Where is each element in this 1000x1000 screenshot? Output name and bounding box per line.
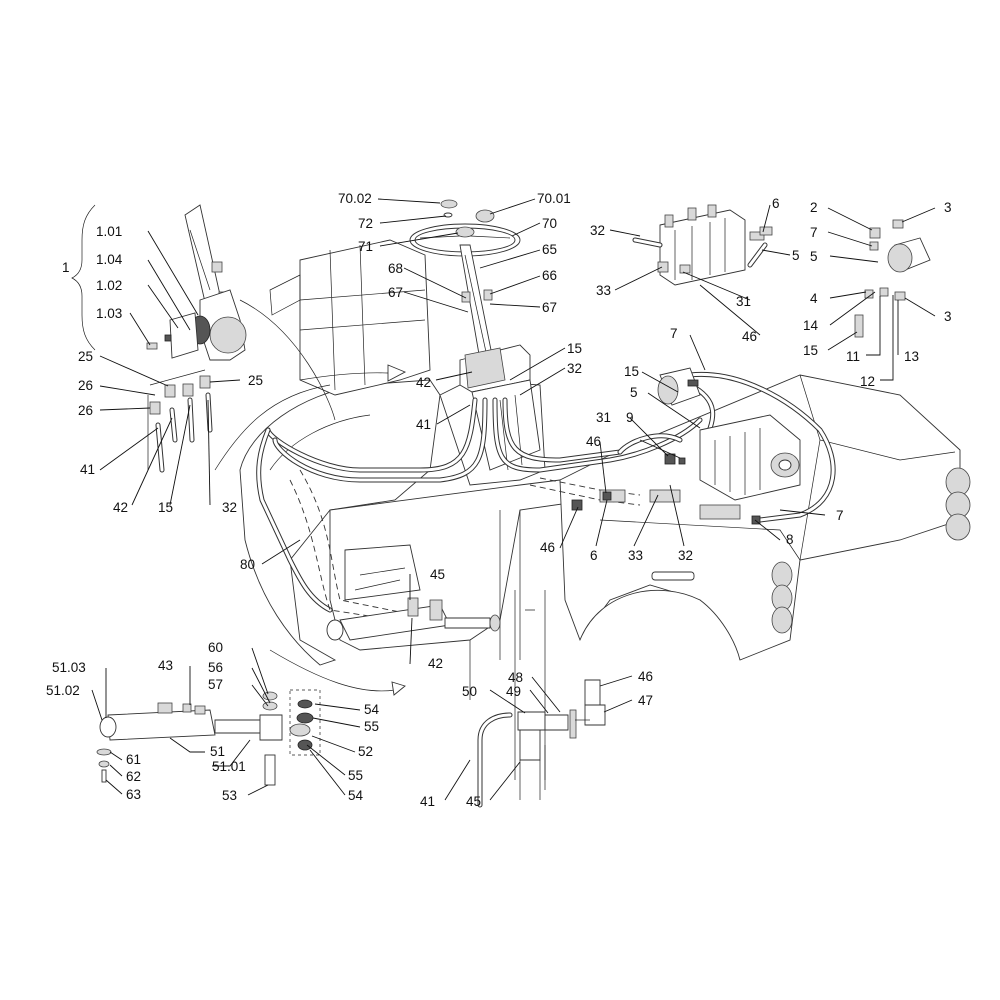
label-1-01: 1.01 bbox=[96, 224, 122, 239]
label-52: 52 bbox=[358, 744, 373, 759]
label-46: 46 bbox=[638, 669, 653, 684]
label-43: 43 bbox=[158, 658, 173, 673]
label-5: 5 bbox=[810, 249, 818, 264]
label-48: 48 bbox=[508, 670, 523, 685]
label-13: 13 bbox=[904, 349, 919, 364]
direction-arrow bbox=[299, 364, 407, 382]
label-32: 32 bbox=[678, 548, 693, 563]
label-41: 41 bbox=[416, 417, 431, 432]
label-32: 32 bbox=[590, 223, 605, 238]
label-46: 46 bbox=[586, 434, 601, 449]
label-70: 70 bbox=[542, 216, 557, 231]
label-2: 2 bbox=[810, 200, 818, 215]
label-31: 31 bbox=[736, 294, 751, 309]
label-42: 42 bbox=[113, 500, 128, 515]
part-number-labels: 1 1.01 1.04 1.02 1.03 25 25 26 26 41 42 … bbox=[46, 191, 952, 809]
label-51-02: 51.02 bbox=[46, 683, 80, 698]
label-41: 41 bbox=[420, 794, 435, 809]
label-26: 26 bbox=[78, 378, 93, 393]
label-3: 3 bbox=[944, 309, 952, 324]
label-6: 6 bbox=[590, 548, 598, 563]
label-56: 56 bbox=[208, 660, 223, 675]
label-70-01: 70.01 bbox=[537, 191, 571, 206]
label-47: 47 bbox=[638, 693, 653, 708]
label-63: 63 bbox=[126, 787, 141, 802]
label-66: 66 bbox=[542, 268, 557, 283]
orbital-valve-inset bbox=[71, 204, 247, 473]
label-7: 7 bbox=[836, 508, 844, 523]
label-11: 11 bbox=[846, 349, 860, 364]
label-65: 65 bbox=[542, 242, 557, 257]
valve-block-inset bbox=[632, 204, 931, 338]
label-25: 25 bbox=[248, 373, 263, 388]
label-41: 41 bbox=[80, 462, 95, 477]
label-12: 12 bbox=[860, 374, 875, 389]
direction-arrow-lower bbox=[269, 649, 406, 696]
cylinder-inset bbox=[96, 689, 321, 786]
rear-tire-drawing bbox=[771, 467, 971, 634]
label-80: 80 bbox=[240, 557, 255, 572]
label-68: 68 bbox=[388, 261, 403, 276]
label-67: 67 bbox=[388, 285, 403, 300]
label-53: 53 bbox=[222, 788, 237, 803]
label-50: 50 bbox=[462, 684, 477, 699]
label-7: 7 bbox=[670, 326, 678, 341]
label-15: 15 bbox=[624, 364, 639, 379]
label-15: 15 bbox=[803, 343, 818, 358]
label-54: 54 bbox=[348, 788, 364, 803]
label-70-02: 70.02 bbox=[338, 191, 372, 206]
label-62: 62 bbox=[126, 769, 141, 784]
label-32: 32 bbox=[222, 500, 237, 515]
label-5: 5 bbox=[792, 248, 800, 263]
label-60: 60 bbox=[208, 640, 223, 655]
label-6: 6 bbox=[772, 196, 780, 211]
label-31: 31 bbox=[596, 410, 611, 425]
label-1-04: 1.04 bbox=[96, 252, 123, 267]
label-1-02: 1.02 bbox=[96, 278, 122, 293]
label-55: 55 bbox=[348, 768, 363, 783]
label-1-03: 1.03 bbox=[96, 306, 122, 321]
label-26: 26 bbox=[78, 403, 93, 418]
label-45: 45 bbox=[430, 567, 445, 582]
steering-wheel-assembly bbox=[409, 199, 541, 471]
fittings-inset bbox=[477, 679, 606, 808]
label-32: 32 bbox=[567, 361, 582, 376]
label-51-03: 51.03 bbox=[52, 660, 86, 675]
leader-lines bbox=[91, 198, 936, 801]
label-42: 42 bbox=[428, 656, 443, 671]
steering-cylinder-installed bbox=[326, 597, 501, 641]
label-51: 51 bbox=[210, 744, 225, 759]
label-45: 45 bbox=[466, 794, 481, 809]
label-3: 3 bbox=[944, 200, 952, 215]
label-57: 57 bbox=[208, 677, 223, 692]
label-5: 5 bbox=[630, 385, 638, 400]
label-71: 71 bbox=[358, 239, 373, 254]
hydraulic-pump bbox=[657, 367, 701, 406]
label-42: 42 bbox=[416, 375, 431, 390]
label-1: 1 bbox=[62, 260, 70, 275]
label-33: 33 bbox=[596, 283, 611, 298]
label-15: 15 bbox=[158, 500, 173, 515]
label-61: 61 bbox=[126, 752, 141, 767]
label-33: 33 bbox=[628, 548, 643, 563]
label-25: 25 bbox=[78, 349, 93, 364]
hydraulic-hoses bbox=[256, 371, 836, 621]
control-valve-block bbox=[571, 414, 801, 525]
label-46: 46 bbox=[540, 540, 555, 555]
label-54: 54 bbox=[364, 702, 380, 717]
label-14: 14 bbox=[803, 318, 819, 333]
label-51-01: 51.01 bbox=[212, 759, 246, 774]
label-9: 9 bbox=[626, 410, 634, 425]
label-4: 4 bbox=[810, 291, 818, 306]
label-49: 49 bbox=[506, 684, 521, 699]
label-15: 15 bbox=[567, 341, 582, 356]
label-67: 67 bbox=[542, 300, 557, 315]
label-46: 46 bbox=[742, 329, 757, 344]
label-7: 7 bbox=[810, 225, 818, 240]
label-8: 8 bbox=[786, 532, 794, 547]
label-72: 72 bbox=[358, 216, 373, 231]
label-55: 55 bbox=[364, 719, 379, 734]
